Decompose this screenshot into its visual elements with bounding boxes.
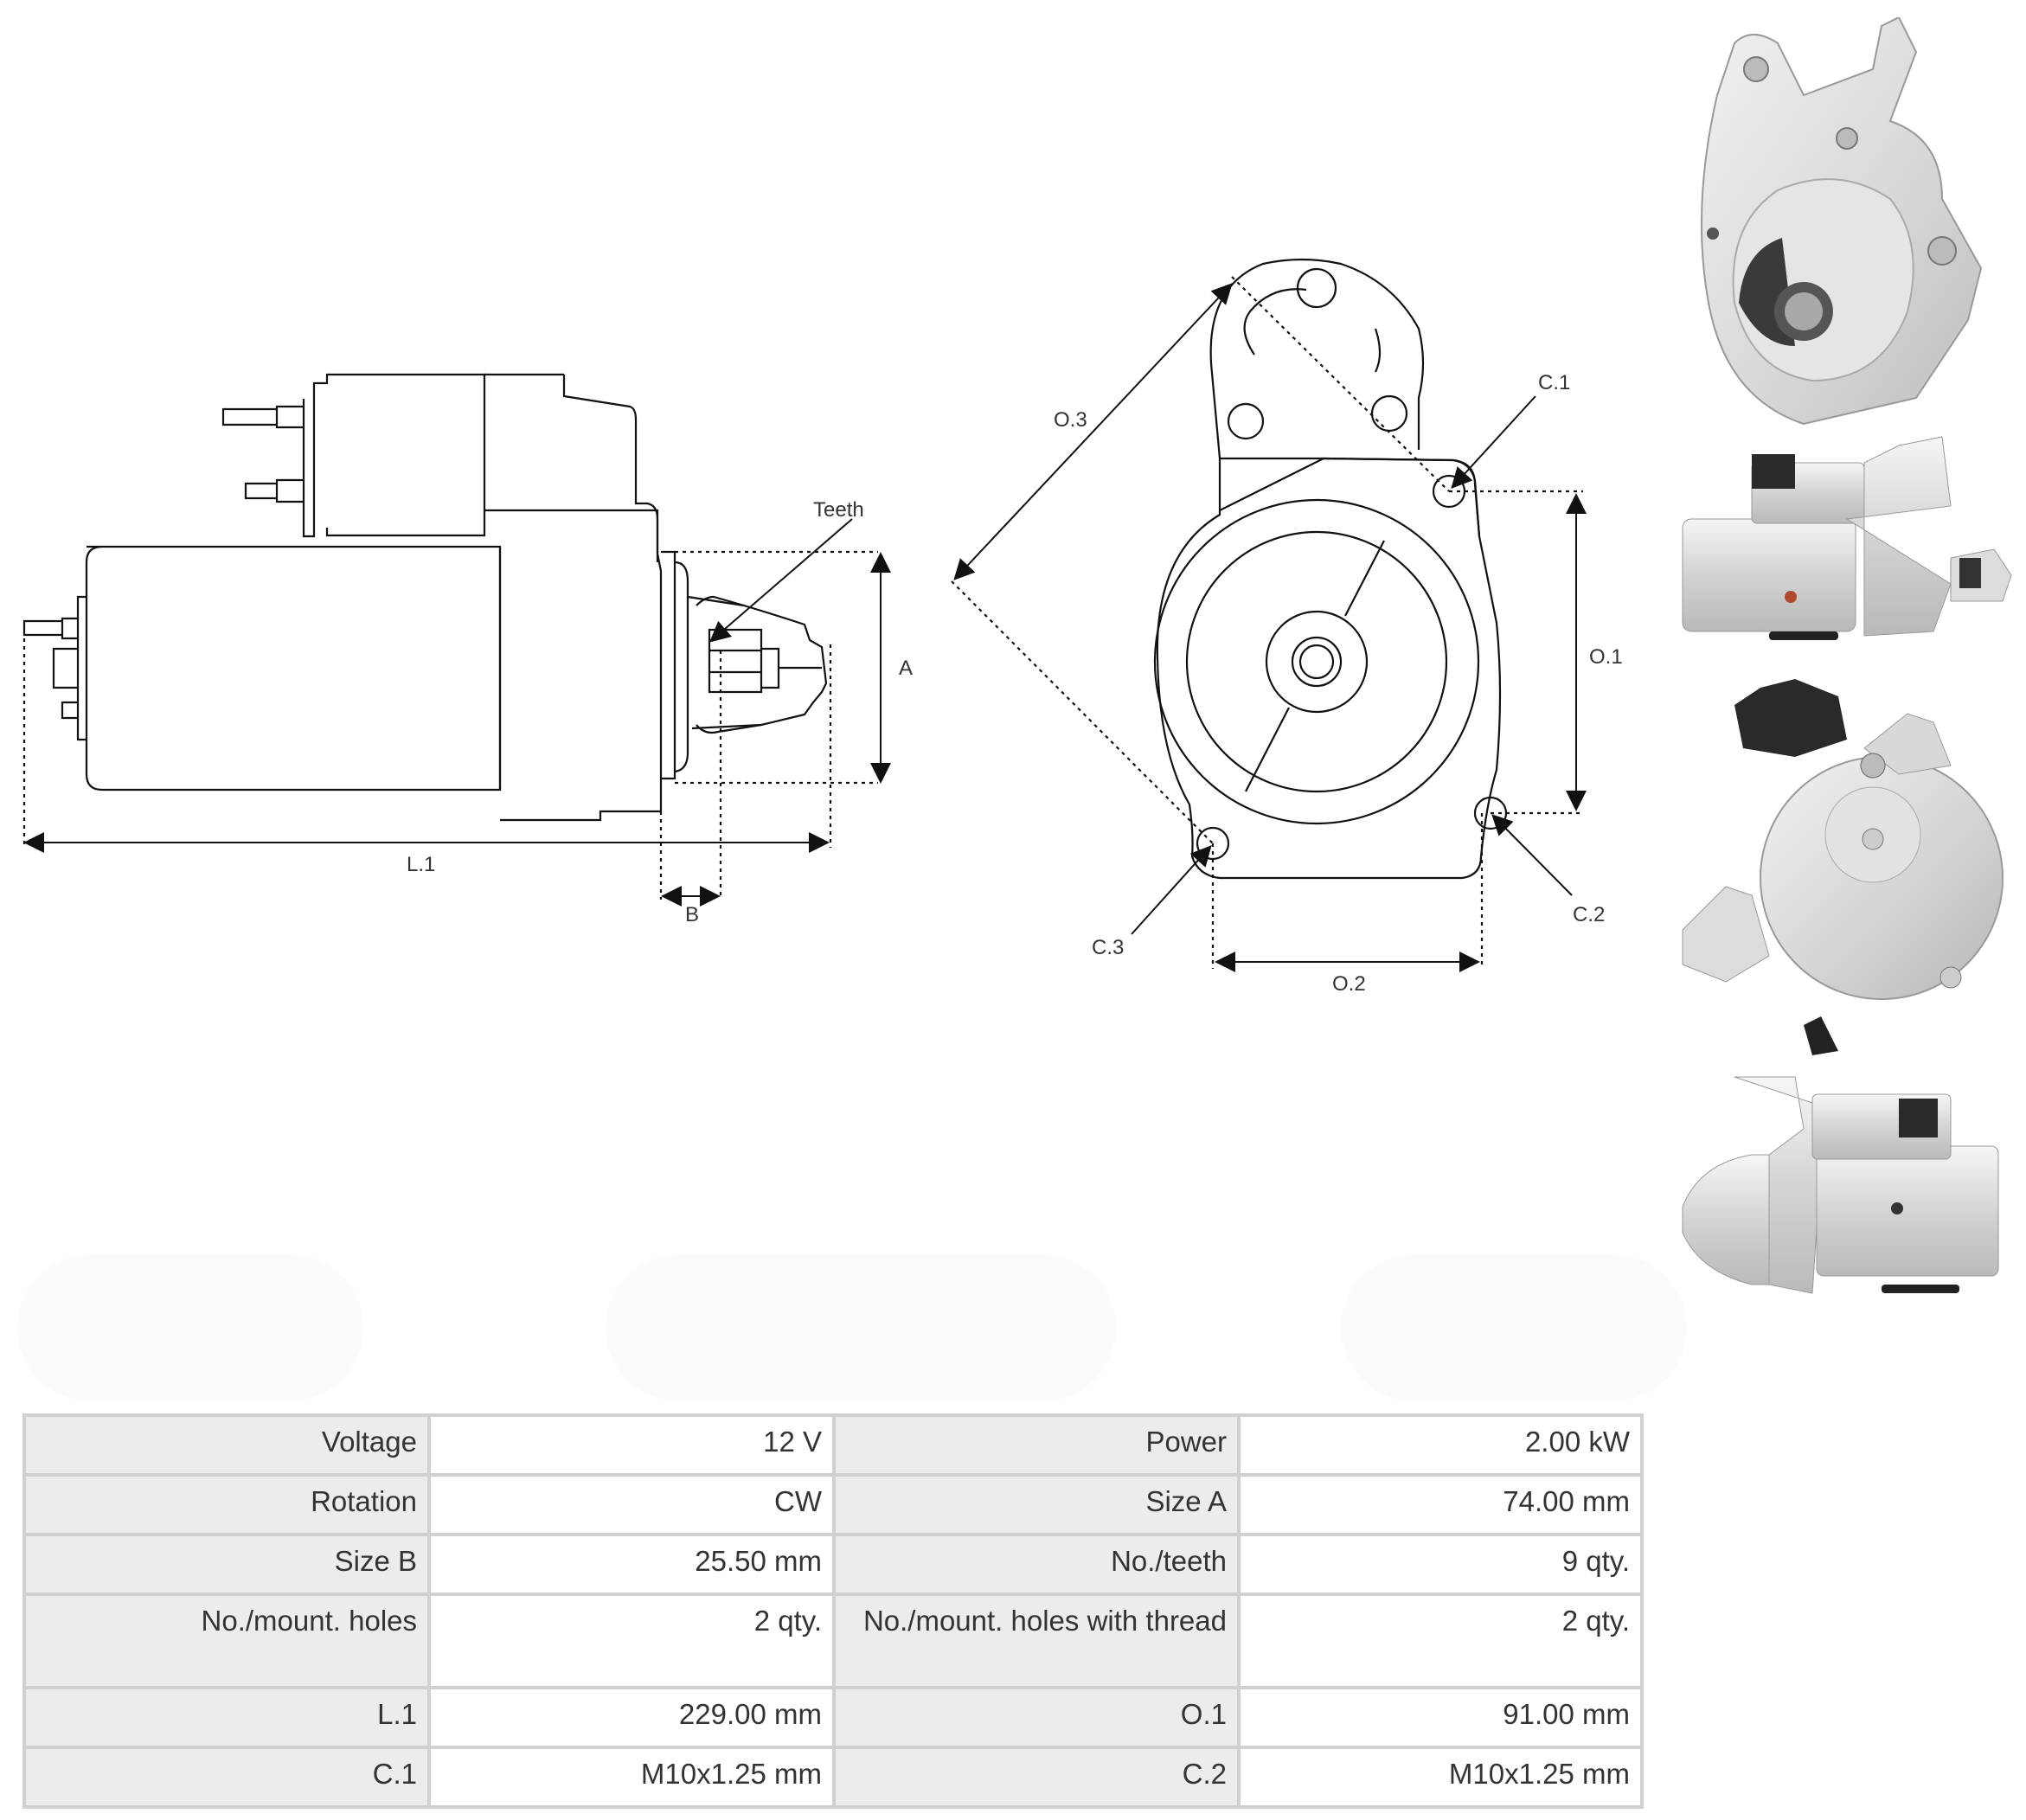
faded-watermark-row <box>17 1246 1687 1410</box>
spec-value: M10x1.25 mm <box>427 1746 836 1809</box>
spec-value: 2.00 kW <box>1237 1413 1644 1477</box>
label-c3: C.3 <box>1092 936 1124 959</box>
product-photo-rear <box>1674 670 2020 1060</box>
spec-key: L.1 <box>22 1686 431 1749</box>
label-a: A <box>899 657 913 680</box>
table-row: Size B 25.50 mm No./teeth 9 qty. <box>22 1533 1644 1596</box>
spec-key: No./mount. holes with thread <box>832 1592 1241 1689</box>
side-view-labels: Teeth A L.1 B <box>407 498 913 926</box>
spec-key: No./teeth <box>832 1533 1241 1596</box>
spec-key: C.1 <box>22 1746 431 1809</box>
product-photo-front <box>1674 16 2020 433</box>
table-row: Voltage 12 V Power 2.00 kW <box>22 1413 1644 1477</box>
table-row: No./mount. holes 2 qty. No./mount. holes… <box>22 1592 1644 1689</box>
front-view-drawing <box>951 258 1587 972</box>
spec-key: Power <box>832 1413 1241 1477</box>
spec-value: 12 V <box>427 1413 836 1477</box>
spec-value: 229.00 mm <box>427 1686 836 1749</box>
spec-value: 2 qty. <box>1237 1592 1644 1689</box>
spec-key: Size A <box>832 1473 1241 1536</box>
spec-value: 2 qty. <box>427 1592 836 1689</box>
technical-drawing: Teeth A L.1 B <box>22 258 1623 996</box>
label-o2: O.2 <box>1332 972 1366 996</box>
spec-value: 9 qty. <box>1237 1533 1644 1596</box>
table-row: Rotation CW Size A 74.00 mm <box>22 1473 1644 1536</box>
side-view-drawing <box>22 373 891 907</box>
spec-key: Rotation <box>22 1473 431 1536</box>
table-row: L.1 229.00 mm O.1 91.00 mm <box>22 1686 1644 1749</box>
spec-value: 74.00 mm <box>1237 1473 1644 1536</box>
table-row: C.1 M10x1.25 mm C.2 M10x1.25 mm <box>22 1746 1644 1809</box>
product-photo-side-top <box>1674 428 2020 644</box>
label-c1: C.1 <box>1538 371 1570 394</box>
spec-value: CW <box>427 1473 836 1536</box>
label-o1: O.1 <box>1589 645 1623 669</box>
spec-value: 25.50 mm <box>427 1533 836 1596</box>
label-teeth: Teeth <box>813 498 864 522</box>
label-b: B <box>685 903 699 926</box>
spec-key: O.1 <box>832 1686 1241 1749</box>
spec-key: C.2 <box>832 1746 1241 1809</box>
product-photo-side-nose <box>1674 1068 2020 1354</box>
spec-key: Voltage <box>22 1413 431 1477</box>
spec-value: M10x1.25 mm <box>1237 1746 1644 1809</box>
spec-key: No./mount. holes <box>22 1592 431 1689</box>
spec-key: Size B <box>22 1533 431 1596</box>
specs-table: Voltage 12 V Power 2.00 kW Rotation CW S… <box>22 1413 1644 1809</box>
spec-value: 91.00 mm <box>1237 1686 1644 1749</box>
front-view-labels: O.3 C.1 O.1 C.2 C.3 O.2 <box>1054 371 1623 996</box>
label-o3: O.3 <box>1054 408 1087 432</box>
label-c2: C.2 <box>1573 903 1605 926</box>
label-l1: L.1 <box>407 853 435 876</box>
